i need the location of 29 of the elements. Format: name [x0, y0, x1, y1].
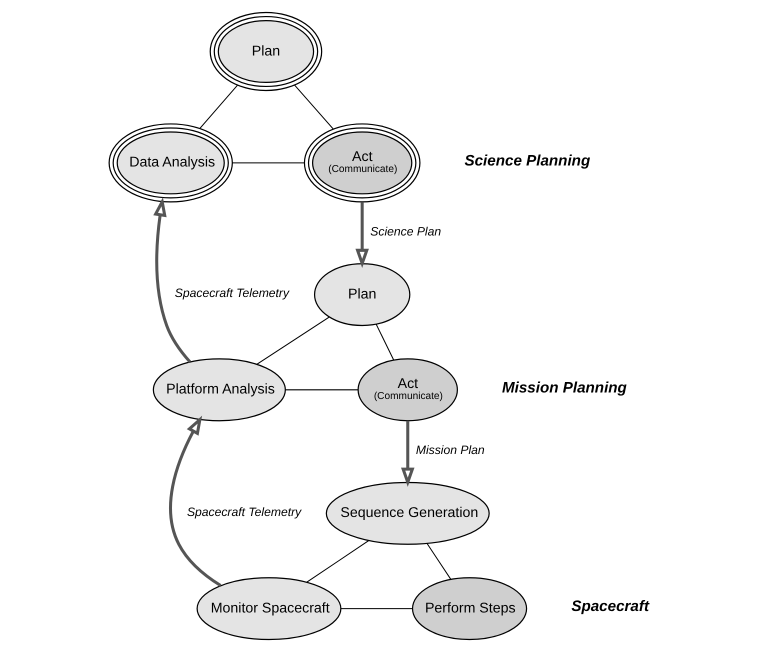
- connector: [294, 84, 334, 130]
- node-ellipse: Sequence Generation: [325, 482, 490, 545]
- edge-label: Spacecraft Telemetry: [186, 505, 301, 520]
- node-ellipse: Act (Communicate): [303, 123, 420, 203]
- connector: [426, 543, 451, 580]
- arrow: [152, 197, 191, 363]
- label: Spacecraft: [570, 598, 649, 616]
- arrow: [400, 420, 414, 487]
- node-ellipse: Data Analysis: [108, 123, 232, 203]
- connector: [285, 389, 358, 390]
- connector: [306, 540, 369, 583]
- edge-label: Spacecraft Telemetry: [174, 286, 289, 300]
- node-ellipse: Monitor Spacecraft: [196, 577, 341, 640]
- node-ellipse: Perform Steps: [411, 577, 527, 640]
- node-ellipse: Plan: [209, 12, 322, 92]
- connector: [256, 316, 329, 365]
- connector: [340, 608, 412, 610]
- arrow: [354, 202, 368, 268]
- connector: [232, 162, 304, 164]
- label: Science Planning: [464, 152, 590, 170]
- node-ellipse: Plan: [313, 263, 410, 326]
- arrow: [168, 416, 221, 587]
- edge-label: Science Plan: [370, 224, 441, 238]
- label: Mission Planning: [501, 379, 626, 396]
- edge-label: Mission Plan: [415, 443, 484, 458]
- node-ellipse: Act (Communicate): [357, 358, 458, 422]
- connector: [199, 85, 238, 129]
- connector: [375, 324, 394, 360]
- node-ellipse: Platform Analysis: [152, 358, 286, 422]
